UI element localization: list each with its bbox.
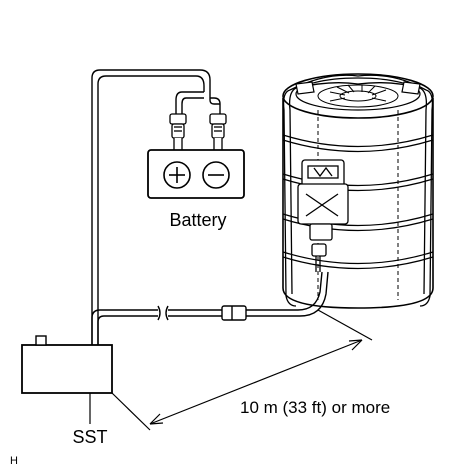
tie-straps <box>282 74 434 307</box>
distance-dimension <box>111 309 373 431</box>
sst-label: SST <box>72 427 107 447</box>
strap-buckles <box>295 81 421 95</box>
battery-label: Battery <box>169 210 226 230</box>
sst-body <box>21 344 113 394</box>
distance-label: 10 m (33 ft) or more <box>240 398 390 417</box>
connector-assembly <box>297 159 349 272</box>
sst-tool <box>21 335 113 394</box>
arrow-right-icon <box>348 339 363 351</box>
dimension-line <box>149 339 363 425</box>
dimension-extension-left <box>111 392 151 431</box>
sst-switch <box>35 335 47 346</box>
clip-negative <box>209 113 227 155</box>
dimension-extension-right <box>317 309 373 341</box>
battery <box>147 149 245 199</box>
figure-code: H <box>10 455 18 467</box>
main-wire <box>91 69 211 345</box>
clip-wires <box>175 91 221 116</box>
inline-connector <box>221 305 247 321</box>
lower-wire <box>91 271 329 345</box>
airbag-module-inside-drum <box>317 84 399 108</box>
arrow-left-icon <box>149 413 164 425</box>
wire-break <box>157 305 169 321</box>
clip-positive <box>169 113 187 155</box>
